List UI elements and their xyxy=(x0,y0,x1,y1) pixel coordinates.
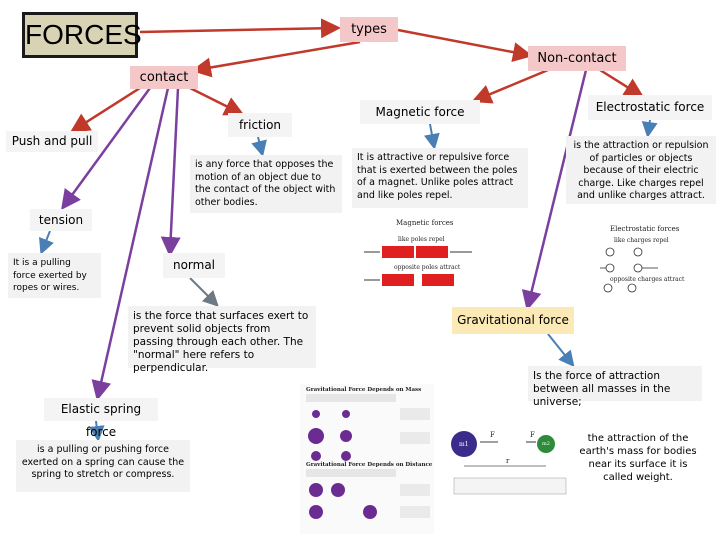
grav-figure-title-distance: Gravitational Force Depends on Distance xyxy=(306,462,433,468)
magnetic-forces-figure: Magnetic forces like poles repel opposit… xyxy=(360,216,478,296)
node-types: types xyxy=(340,17,398,42)
electrostatic-figure-caption-opposite: opposite charges attract xyxy=(610,276,685,283)
link-noncontact-magnetic xyxy=(471,68,549,104)
node-noncontact: Non-contact xyxy=(528,46,626,71)
link-contact-elastic xyxy=(91,87,170,401)
node-friction: friction xyxy=(228,113,292,137)
grav-m1-label: m1 xyxy=(459,441,469,448)
magnetic-figure-title: Magnetic forces xyxy=(396,219,454,227)
node-push-and-pull: Push and pull xyxy=(6,131,98,152)
grav-force-label-left: F xyxy=(490,431,495,439)
magnetic-description: It is attractive or repulsive force that… xyxy=(352,148,528,208)
node-contact: contact xyxy=(130,66,198,89)
magnets-drawing xyxy=(364,246,472,286)
node-magnetic-force: Magnetic force xyxy=(360,100,480,124)
link-contact-push xyxy=(69,86,141,133)
electrostatic-figure-caption-like: like charges repel xyxy=(614,237,669,244)
electrostatic-description: is the attraction or repulsion of partic… xyxy=(566,136,716,204)
node-normal: normal xyxy=(163,253,225,278)
link-noncontact-electro xyxy=(599,68,645,98)
charges-drawing xyxy=(600,247,658,293)
node-tension: tension xyxy=(30,209,92,231)
normal-description: is the force that surfaces exert to prev… xyxy=(128,306,316,374)
link-normal-desc xyxy=(189,277,219,307)
grav-figure-title-mass: Gravitational Force Depends on Mass xyxy=(306,387,422,393)
weight-description: the attraction of the earth's mass for b… xyxy=(579,433,697,483)
link-grav-desc xyxy=(547,333,575,368)
gravitational-two-body-figure: m1 m2 F F r xyxy=(446,424,574,500)
node-gravitational-force: Gravitational force xyxy=(452,307,574,334)
node-electrostatic-force: Electrostatic force xyxy=(588,95,712,120)
gravitational-description: Is the force of attraction between all m… xyxy=(528,366,702,408)
link-electro-desc xyxy=(641,119,658,138)
link-contact-normal xyxy=(160,87,181,257)
link-tension-desc xyxy=(39,230,54,255)
link-types-noncontact xyxy=(397,28,533,62)
link-forces-types xyxy=(139,18,341,39)
link-magnetic-desc xyxy=(423,123,440,150)
electrostatic-figure-title: Electrostatic forces xyxy=(610,225,680,233)
root-node-forces: FORCES xyxy=(22,12,142,58)
two-masses-drawing xyxy=(451,431,567,495)
elastic-description: is a pulling or pushing force exerted on… xyxy=(16,440,190,492)
gravitational-dependence-figure: Gravitational Force Depends on Mass Grav… xyxy=(300,384,434,534)
magnetic-figure-caption-opposite: opposite poles attract xyxy=(394,264,461,271)
friction-description: is any force that opposes the motion of … xyxy=(190,155,342,213)
link-types-contact xyxy=(191,40,361,78)
link-noncontact-grav xyxy=(521,69,588,311)
link-contact-friction xyxy=(189,86,245,116)
grav-m2-label: m2 xyxy=(542,441,550,447)
grav-spheres-drawing xyxy=(306,394,430,519)
grav-distance-label: r xyxy=(506,457,510,465)
tension-description: It is a pulling force exerted by ropes o… xyxy=(8,253,101,298)
electrostatic-forces-figure: Electrostatic forces like charges repel … xyxy=(598,222,718,304)
grav-force-label-right: F xyxy=(530,431,535,439)
node-elastic-spring-force: Elastic spring force xyxy=(44,398,158,439)
link-contact-tension xyxy=(61,87,152,211)
link-elastic-desc xyxy=(88,420,105,442)
magnetic-figure-caption-like: like poles repel xyxy=(398,236,445,243)
link-friction-desc xyxy=(251,136,267,157)
